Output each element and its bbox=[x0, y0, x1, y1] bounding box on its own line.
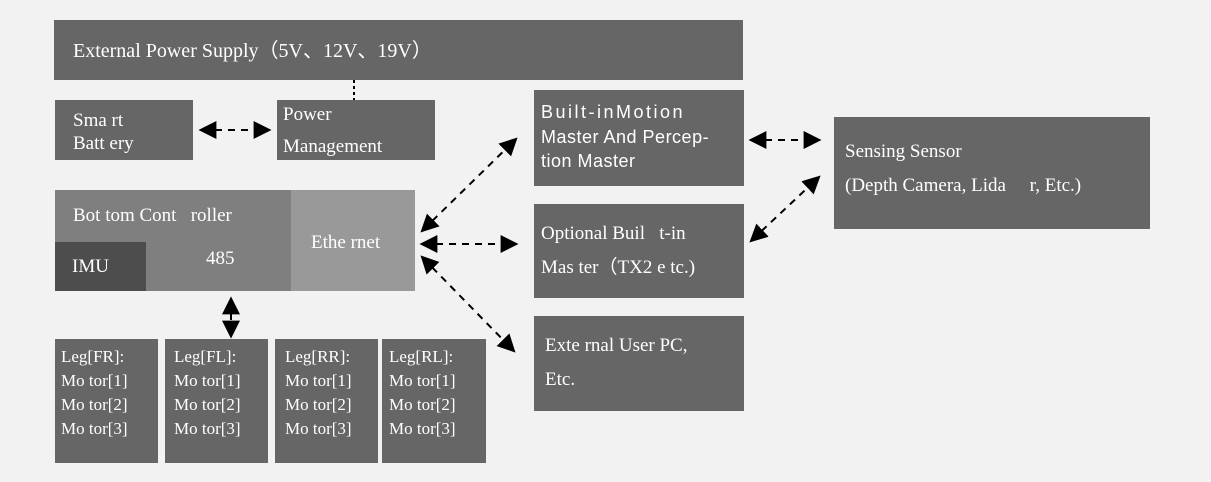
leg-rr-text: Leg[RR]: Mo tor[1] Mo tor[2] Mo tor[3] bbox=[285, 345, 352, 441]
ethernet-motion-master-arrow bbox=[420, 137, 518, 233]
optional-master-box: Optional Buil t-in Mas ter（TX2 e tc.) bbox=[534, 204, 744, 298]
sensing-line1: Sensing Sensor bbox=[845, 141, 962, 162]
leg-fl-box: Leg[FL]: Mo tor[1] Mo tor[2] Mo tor[3] bbox=[165, 339, 268, 463]
motor-1: Mo tor[1] bbox=[174, 371, 241, 390]
sensing-sensor-box: Sensing Sensor (Depth Camera, Lida r, Et… bbox=[834, 117, 1150, 229]
motion-master-box: Built-inMotion Master And Percep- tion M… bbox=[534, 90, 744, 186]
motor-2: Mo tor[2] bbox=[61, 395, 128, 414]
leg-name: Leg[RR]: bbox=[285, 347, 351, 366]
motion-master-line3: tion Master bbox=[541, 151, 636, 171]
imu-box: IMU bbox=[55, 242, 146, 291]
motor-3: Mo tor[3] bbox=[389, 419, 456, 438]
power-management-box: Power Management bbox=[277, 100, 435, 160]
optional-master-line1: Optional Buil t-in bbox=[541, 223, 686, 244]
motor-2: Mo tor[2] bbox=[174, 395, 241, 414]
motor-1: Mo tor[1] bbox=[389, 371, 456, 390]
leg-name: Leg[FR]: bbox=[61, 347, 125, 366]
battery-label-line1: Sma rt bbox=[73, 110, 124, 131]
power-mgmt-label-line2: Management bbox=[283, 136, 383, 157]
user-pc-line1: Exte rnal User PC, bbox=[545, 335, 688, 356]
motor-1: Mo tor[1] bbox=[285, 371, 352, 390]
ethernet-box: Ethe rnet bbox=[291, 190, 415, 291]
sensing-line2: (Depth Camera, Lida r, Etc.) bbox=[845, 175, 1082, 196]
leg-rl-text: Leg[RL]: Mo tor[1] Mo tor[2] Mo tor[3] bbox=[389, 345, 456, 441]
motor-3: Mo tor[3] bbox=[285, 419, 352, 438]
power-supply-box: External Power Supply（5V、12V、19V） bbox=[54, 20, 743, 80]
bottom-controller-title: Bot tom Cont roller bbox=[73, 205, 232, 226]
power-mgmt-label-line1: Power bbox=[283, 104, 332, 125]
optional-master-sensing-arrow bbox=[749, 175, 821, 243]
ethernet-user-pc-arrow bbox=[420, 255, 516, 353]
leg-name: Leg[FL]: bbox=[174, 347, 237, 366]
rs485-label: 485 bbox=[206, 248, 235, 269]
motion-master-line1: Built-inMotion bbox=[541, 102, 686, 122]
motor-2: Mo tor[2] bbox=[389, 395, 456, 414]
smart-battery-box: Sma rt Batt ery bbox=[55, 100, 193, 160]
motor-2: Mo tor[2] bbox=[285, 395, 352, 414]
battery-label-line2: Batt ery bbox=[73, 133, 134, 154]
motion-master-line2: Master And Percep- bbox=[541, 127, 710, 147]
external-user-pc-box: Exte rnal User PC, Etc. bbox=[534, 316, 744, 411]
user-pc-line2: Etc. bbox=[545, 369, 576, 390]
leg-fr-box: Leg[FR]: Mo tor[1] Mo tor[2] Mo tor[3] bbox=[55, 339, 158, 463]
optional-master-line2: Mas ter（TX2 e tc.) bbox=[541, 257, 696, 278]
motor-1: Mo tor[1] bbox=[61, 371, 128, 390]
leg-fl-text: Leg[FL]: Mo tor[1] Mo tor[2] Mo tor[3] bbox=[174, 345, 241, 441]
motor-3: Mo tor[3] bbox=[61, 419, 128, 438]
leg-rl-box: Leg[RL]: Mo tor[1] Mo tor[2] Mo tor[3] bbox=[382, 339, 486, 463]
leg-fr-text: Leg[FR]: Mo tor[1] Mo tor[2] Mo tor[3] bbox=[61, 345, 128, 441]
power-supply-label: External Power Supply（5V、12V、19V） bbox=[73, 40, 432, 62]
imu-label: IMU bbox=[72, 256, 109, 277]
motor-3: Mo tor[3] bbox=[174, 419, 241, 438]
leg-rr-box: Leg[RR]: Mo tor[1] Mo tor[2] Mo tor[3] bbox=[275, 339, 378, 463]
ethernet-label: Ethe rnet bbox=[311, 232, 381, 253]
